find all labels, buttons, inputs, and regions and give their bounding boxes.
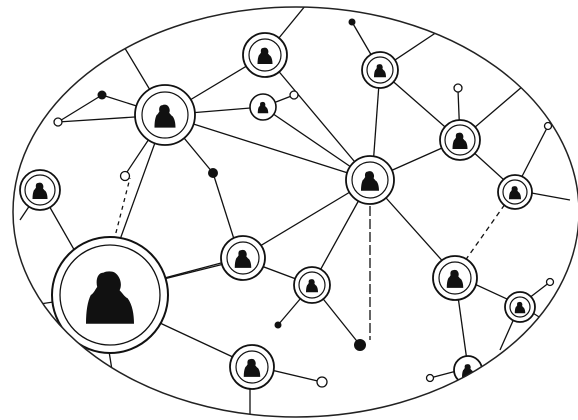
person-node [505, 292, 535, 322]
oval-frame [13, 7, 578, 417]
open-circle-icon [54, 118, 62, 126]
open-circle-icon [121, 172, 130, 181]
person-node [294, 267, 330, 303]
person-node [20, 170, 60, 210]
filled-circle-icon [275, 322, 282, 329]
open-circle-icon [290, 91, 298, 99]
person-node [250, 94, 276, 120]
person-node [243, 33, 287, 77]
person-node [440, 120, 480, 160]
person-node [346, 156, 394, 204]
filled-circle-icon [349, 19, 356, 26]
open-circle-icon [317, 377, 327, 387]
person-node [221, 236, 265, 280]
person-node [498, 175, 532, 209]
open-circle-icon [547, 279, 554, 286]
filled-circle-icon [208, 168, 218, 178]
filled-circle-icon [98, 91, 107, 100]
person-node [362, 52, 398, 88]
open-circle-icon [454, 84, 462, 92]
person-node [230, 345, 274, 389]
person-node [433, 256, 477, 300]
person-node [135, 85, 195, 145]
open-circle-icon [427, 375, 434, 382]
filled-circle-icon [354, 339, 366, 351]
